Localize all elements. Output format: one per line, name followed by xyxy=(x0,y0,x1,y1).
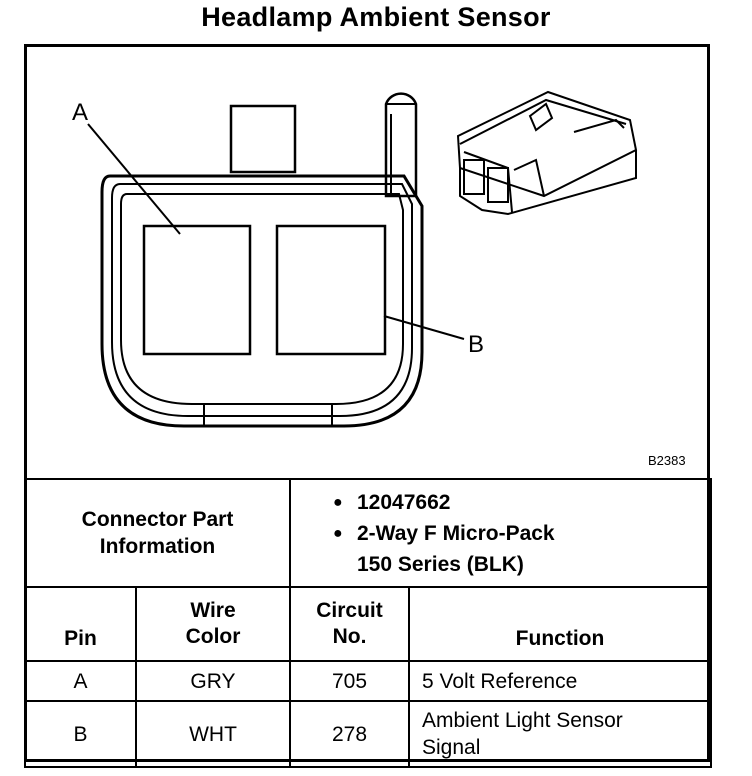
cell-pin: B xyxy=(24,700,137,768)
bullet-icon: ● xyxy=(333,493,343,511)
cell-function: Ambient Light Sensor Signal xyxy=(408,700,712,768)
table-header-row: Pin Wire Color Circuit No. Function xyxy=(24,586,712,662)
cavity-a xyxy=(142,224,252,356)
page-title: Headlamp Ambient Sensor xyxy=(201,2,551,32)
cell-function: 5 Volt Reference xyxy=(408,660,712,702)
connector-info-row: Connector Part Information ● 12047662 ● … xyxy=(24,478,712,588)
connector-info-label: Connector Part Information xyxy=(24,478,291,588)
lock-post xyxy=(384,92,418,198)
cell-wire-color: GRY xyxy=(135,660,291,702)
callout-a: A xyxy=(72,99,88,126)
leader-a xyxy=(87,123,181,235)
connector-body xyxy=(100,174,424,428)
cell-circuit: 278 xyxy=(289,700,410,768)
connector-iso-view xyxy=(456,90,638,216)
header-wire-color: Wire Color xyxy=(135,586,291,662)
latch-tab xyxy=(229,104,297,174)
connector-info-list: ● 12047662 ● 2-Way F Micro-Pack 150 Seri… xyxy=(289,478,712,588)
list-item: ● 2-Way F Micro-Pack xyxy=(331,518,710,549)
header-function: Function xyxy=(408,586,712,662)
leader-b xyxy=(383,315,465,340)
table-row: B WHT 278 Ambient Light Sensor Signal xyxy=(24,700,712,768)
cell-pin: A xyxy=(24,660,137,702)
cell-circuit: 705 xyxy=(289,660,410,702)
header-pin: Pin xyxy=(24,586,137,662)
cell-wire-color: WHT xyxy=(135,700,291,768)
connector-table: Connector Part Information ● 12047662 ● … xyxy=(24,478,712,768)
figure-code: B2383 xyxy=(648,453,686,468)
connector-diagram: A B xyxy=(72,90,638,428)
cavity-b xyxy=(275,224,387,356)
list-item: ● 12047662 xyxy=(331,487,710,518)
bullet-icon: ● xyxy=(333,524,343,542)
callout-b: B xyxy=(468,331,484,358)
header-circuit: Circuit No. xyxy=(289,586,410,662)
table-row: A GRY 705 5 Volt Reference xyxy=(24,660,712,702)
